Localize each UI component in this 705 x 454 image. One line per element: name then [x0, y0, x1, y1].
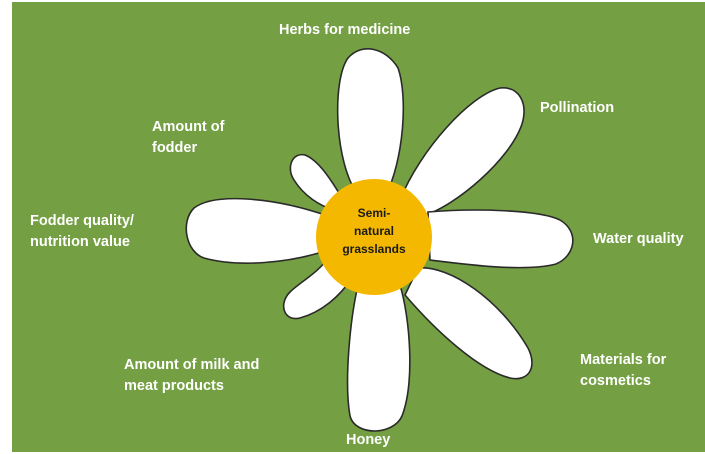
label-cosmetics: Materials for cosmetics — [580, 352, 667, 389]
label-water-quality: Water quality — [593, 231, 684, 247]
petal-fodder-amount — [289, 153, 343, 211]
petal-fodder-quality — [185, 197, 326, 264]
label-honey: Honey — [346, 432, 391, 448]
label-fodder-amount: Amount of fodder — [152, 119, 225, 156]
petal-pollination — [399, 87, 525, 216]
petal-cosmetics — [404, 267, 533, 380]
center-circle — [316, 179, 432, 295]
label-fodder-quality: Fodder quality/ nutrition value — [30, 213, 134, 250]
label-herbs: Herbs for medicine — [279, 22, 411, 38]
center-label: Semi- natural grasslands — [342, 206, 406, 256]
label-pollination: Pollination — [540, 100, 615, 116]
label-milk-meat: Amount of milk and meat products — [124, 357, 260, 394]
petal-honey — [346, 284, 411, 432]
petal-herbs — [336, 48, 405, 198]
petal-water — [427, 209, 574, 269]
